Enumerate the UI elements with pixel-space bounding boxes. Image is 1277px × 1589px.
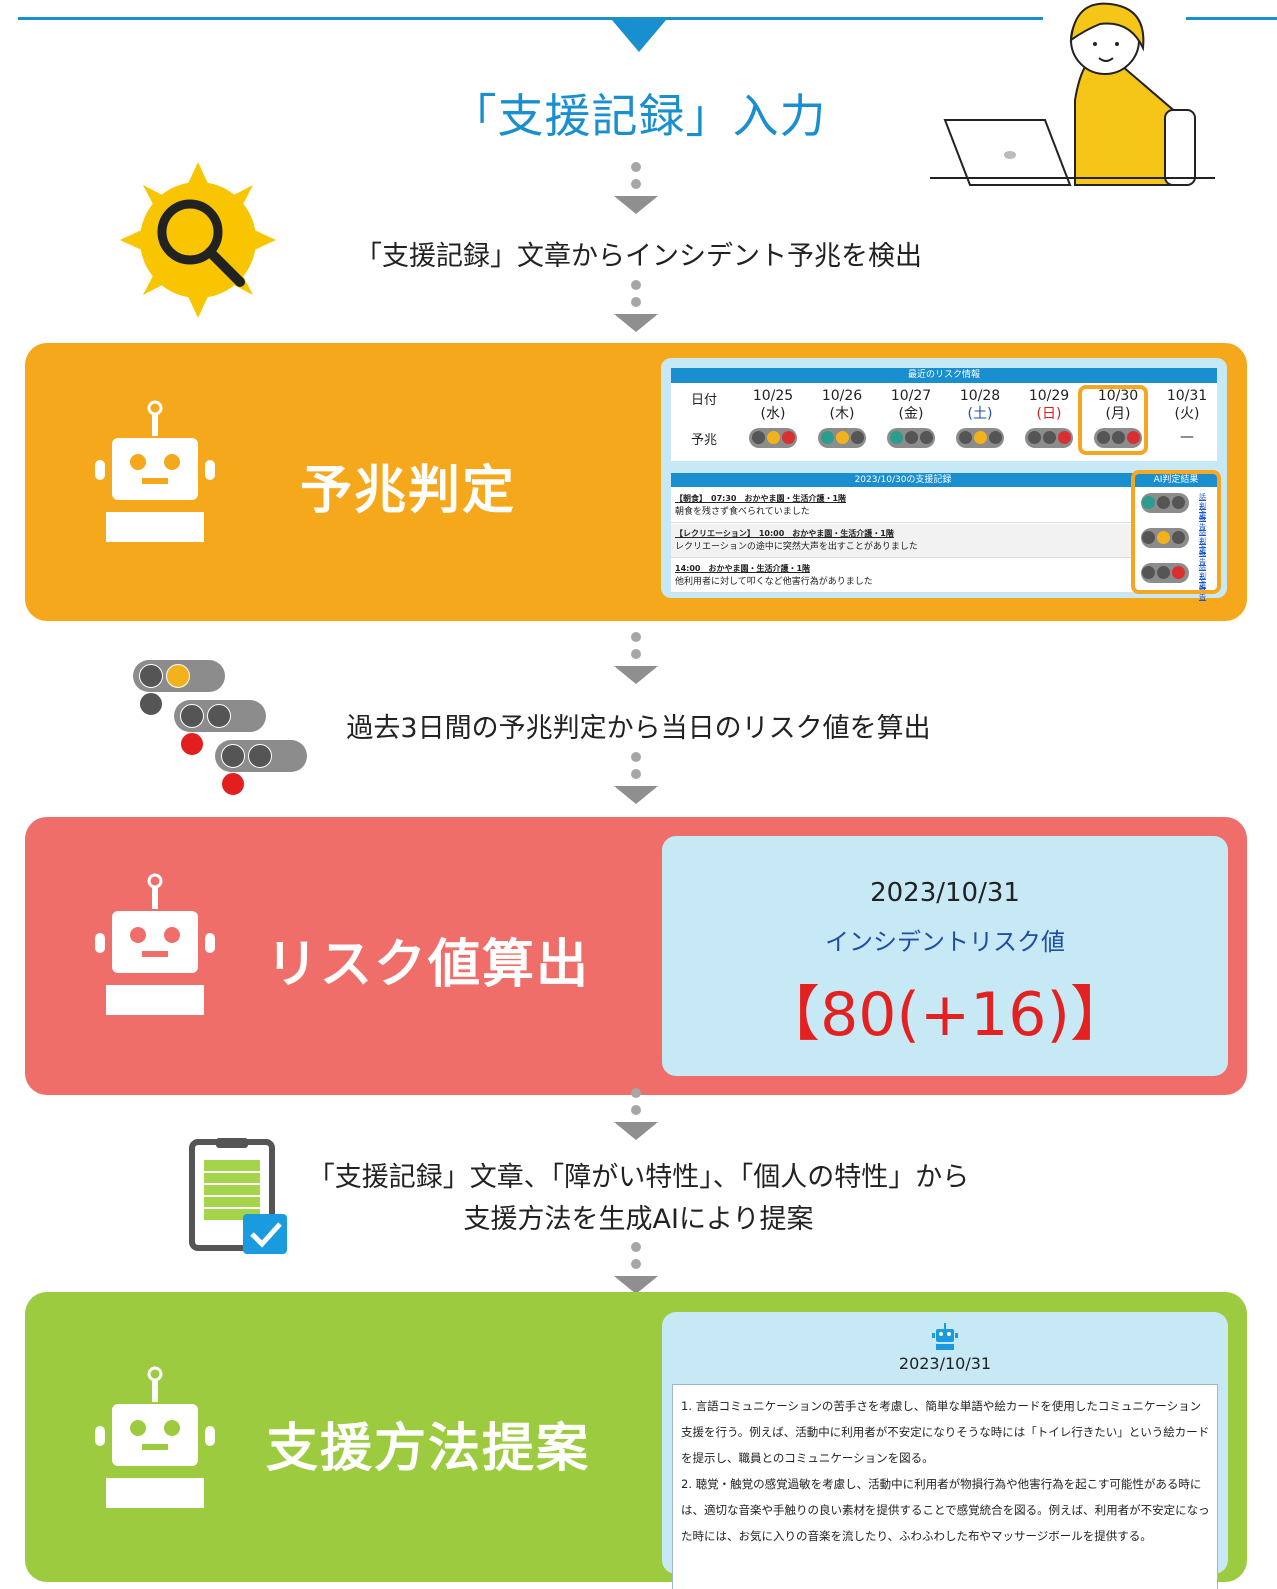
top-pointer <box>612 20 666 52</box>
record-body: レクリエーションの途中に突然大声を出すことがありました <box>675 542 918 552</box>
robot-icon <box>932 1323 958 1350</box>
day-date: 10/27 <box>890 388 932 404</box>
clipboard-check-icon <box>189 1138 287 1254</box>
step-calc-text: 過去3日間の予兆判定から当日のリスク値を算出 <box>346 713 931 744</box>
day-weekday: (木) <box>829 406 855 422</box>
day-weekday: (水) <box>760 406 786 422</box>
step-propose-line1: 「支援記録」文章、「障がい特性」、「個人の特性」から <box>307 1162 970 1193</box>
rejudge-link[interactable]: 話判定 <box>1199 528 1206 554</box>
day-weekday: (日) <box>1036 406 1062 422</box>
ai-result: 話判定を報告 <box>1141 493 1211 531</box>
step-propose-line2: 支援方法を生成AIにより提案 <box>463 1204 814 1235</box>
day-date: 10/25 <box>752 388 794 404</box>
ai-traffic-light-icon <box>1141 528 1189 548</box>
proposal-line: 支援を行う。例えば、活動中に利用者が不安定になりそうな時には「トイレ行きたい」と… <box>681 1425 1209 1439</box>
step-detect-text: 「支援記録」文章からインシデント予兆を検出 <box>355 241 922 272</box>
robot-icon <box>95 1366 215 1508</box>
flow-connector <box>614 280 658 332</box>
proposal-line: た時には、お気に入りの音楽を流したり、ふわふわした布やマッサージボールを提供する… <box>681 1529 1152 1543</box>
panel-risk-label: リスク値算出 <box>266 935 591 995</box>
day-column: 10/25 (水) <box>739 387 807 449</box>
proposal-line: は、適切な音楽や手触りの良い素材を提供することで感覚統合を図る。例えば、利用者が… <box>681 1503 1209 1517</box>
row-label-sign: 予兆 <box>691 433 718 448</box>
person-laptop-illustration <box>930 2 1215 186</box>
no-sign: — <box>1180 429 1194 445</box>
ai-traffic-light-icon <box>1141 563 1189 583</box>
ai-traffic-light-icon <box>1141 493 1189 513</box>
day-date: 10/31 <box>1166 388 1208 404</box>
day-date: 10/28 <box>959 388 1001 404</box>
risk-grid: 日付 予兆 10/25(水)10/26(木)10/27(金)10/28(土)10… <box>671 383 1217 461</box>
report-link[interactable]: を報告 <box>1199 505 1206 531</box>
day-column: 10/27 (金) <box>877 387 945 449</box>
traffic-light-icon <box>174 700 266 756</box>
today-highlight <box>1078 385 1148 455</box>
record-header: 14:00 おかやま園・生活介護・1階 <box>675 564 811 573</box>
flow-connector <box>614 632 658 684</box>
recent-risk-title: 最近のリスク情報 <box>671 368 1217 383</box>
search-icon <box>120 162 276 318</box>
proposal-line: 2. 聴覚・触覚の感覚過敏を考慮し、活動中に利用者が物損行為や他害行為を起こす可… <box>681 1477 1202 1491</box>
traffic-light-icon <box>215 740 307 796</box>
risk-date: 2023/10/31 <box>870 878 1020 908</box>
proposal-card: 2023/10/31 1. 言語コミュニケーションの苦手さを考慮し、簡単な単語や… <box>662 1312 1228 1589</box>
sign-traffic-light-icon <box>1094 428 1142 448</box>
record-body: 他利用者に対して叩くなど他害行為がありました <box>675 577 873 587</box>
day-column: 10/30 (月) <box>1084 387 1152 449</box>
proposal-date: 2023/10/31 <box>898 1354 992 1373</box>
proposal-line: を提示し、職員とのコミュニケーションを図る。 <box>681 1451 934 1465</box>
day-column: 10/28 (土) <box>946 387 1014 449</box>
report-link[interactable]: を報告 <box>1199 575 1206 601</box>
day-date: 10/29 <box>1028 388 1070 404</box>
ai-result: 話判定を報告 <box>1141 563 1211 601</box>
day-date: 10/26 <box>821 388 863 404</box>
record-body: 朝食を残さず食べられていました <box>675 507 810 517</box>
risk-label: インシデントリスク値 <box>825 928 1065 956</box>
day-column: 10/31 (火) — <box>1153 387 1221 446</box>
flow-connector <box>614 1242 658 1294</box>
records-title: 2023/10/30の支援記録 <box>671 473 1135 487</box>
page-title: 「支援記録」入力 <box>450 89 827 143</box>
ai-result: 話判定を報告 <box>1141 528 1211 566</box>
ai-result-highlight <box>1131 470 1221 594</box>
day-weekday: (月) <box>1105 406 1131 422</box>
panel-judge-label: 予兆判定 <box>300 461 517 521</box>
day-column: 10/26 (木) <box>808 387 876 449</box>
rejudge-link[interactable]: 話判定 <box>1199 563 1206 589</box>
flow-connector <box>614 752 658 804</box>
sign-traffic-light-icon <box>818 428 866 448</box>
robot-icon <box>95 400 215 542</box>
record-row[interactable]: 14:00 おかやま園・生活介護・1階他利用者に対して叩くなど他害行為がありまし… <box>671 559 1135 593</box>
proposal-line: 1. 言語コミュニケーションの苦手さを考慮し、簡単な単語や絵カードを使用したコミ… <box>681 1399 1202 1413</box>
record-header: 【レクリエーション】 10:00 おかやま園・生活介護・1階 <box>675 529 894 538</box>
sign-traffic-light-icon <box>749 428 797 448</box>
traffic-light-icon <box>133 660 225 716</box>
recent-risk-card: 最近のリスク情報 日付 予兆 10/25(水)10/26(木)10/27(金)1… <box>661 358 1227 601</box>
records-table: 2023/10/30の支援記録 AI判定結果 【朝食】 07:30 おかやま園・… <box>671 473 1217 601</box>
ai-result-title: AI判定結果 <box>1135 473 1217 487</box>
proposal-text: 1. 言語コミュニケーションの苦手さを考慮し、簡単な単語や絵カードを使用したコミ… <box>672 1384 1218 1589</box>
risk-value: 【80(+16)】 <box>760 980 1130 1050</box>
day-weekday: (火) <box>1174 406 1200 422</box>
flow-connector <box>614 1088 658 1140</box>
day-date: 10/30 <box>1097 388 1139 404</box>
sign-traffic-light-icon <box>1025 428 1073 448</box>
rejudge-link[interactable]: 話判定 <box>1199 493 1206 519</box>
record-row[interactable]: 【レクリエーション】 10:00 おかやま園・生活介護・1階レクリエーションの途… <box>671 524 1135 558</box>
sign-traffic-light-icon <box>887 428 935 448</box>
risk-value-card: 2023/10/31 インシデントリスク値 【80(+16)】 <box>662 836 1228 1076</box>
robot-icon <box>95 873 215 1015</box>
sign-traffic-light-icon <box>956 428 1004 448</box>
day-weekday: (金) <box>898 406 924 422</box>
top-rule-left <box>18 17 1043 20</box>
day-column: 10/29 (日) <box>1015 387 1083 449</box>
row-label-date: 日付 <box>691 393 718 408</box>
report-link[interactable]: を報告 <box>1199 540 1206 566</box>
top-rule-right <box>1186 17 1277 20</box>
panel-propose-label: 支援方法提案 <box>266 1419 591 1479</box>
flow-connector <box>614 162 658 214</box>
record-header: 【朝食】 07:30 おかやま園・生活介護・1階 <box>675 494 847 503</box>
record-row[interactable]: 【朝食】 07:30 おかやま園・生活介護・1階朝食を残さず食べられていました <box>671 489 1135 523</box>
day-weekday: (土) <box>967 406 993 422</box>
